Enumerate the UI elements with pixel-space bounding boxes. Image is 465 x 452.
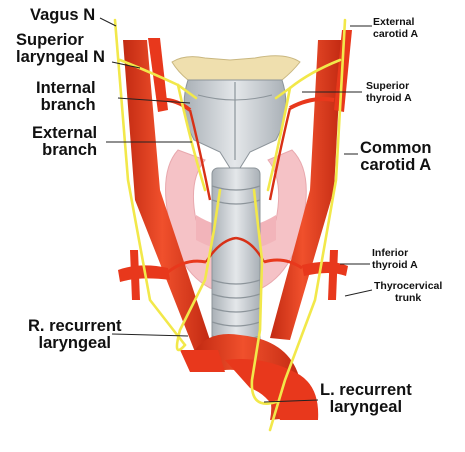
label-l-recurrent-line1: L. recurrent xyxy=(320,381,412,399)
label-superior-thyroid-line1: Superior xyxy=(366,80,410,92)
label-common-carotid-line1: Common xyxy=(360,139,432,157)
label-external-branch-line2: branch xyxy=(42,141,98,160)
label-thyrocervical-line1: Thyrocervical xyxy=(374,280,443,292)
label-external-branch-line1: External xyxy=(32,124,98,142)
label-inferior-thyroid-line2: thyroid A xyxy=(372,259,418,272)
label-thyrocervical-trunk: Thyrocervical trunk xyxy=(374,280,442,304)
label-inferior-thyroid-line1: Inferior xyxy=(372,247,409,259)
right-common-carotid xyxy=(123,40,210,352)
label-right-recurrent-laryngeal: R. recurrent laryngeal xyxy=(28,317,122,353)
hyoid-bone xyxy=(171,55,301,81)
label-superior-laryngeal-line1: Superior xyxy=(16,31,84,49)
label-vagus-nerve: Vagus N xyxy=(30,6,96,24)
label-l-recurrent-line2: laryngeal xyxy=(329,398,403,417)
label-external-branch: External branch xyxy=(32,124,98,160)
label-superior-thyroid-artery: Superior thyroid A xyxy=(366,80,412,104)
label-inferior-thyroid-artery: Inferior thyroid A xyxy=(372,247,418,271)
right-recurrent-laryngeal-nerve xyxy=(175,188,222,352)
label-r-recurrent-line1: R. recurrent xyxy=(28,317,122,335)
label-common-carotid-artery: Common carotid A xyxy=(360,139,432,175)
label-thyrocervical-line2: trunk xyxy=(395,292,422,305)
label-external-carotid-line2: carotid A xyxy=(373,28,419,41)
label-superior-thyroid-line2: thyroid A xyxy=(366,92,412,105)
left-vagus-nerve xyxy=(268,18,347,432)
label-internal-branch: Internal branch xyxy=(36,79,96,115)
label-external-carotid-artery: External carotid A xyxy=(373,16,418,40)
label-superior-laryngeal-nerve: Superior laryngeal N xyxy=(16,31,105,67)
left-common-carotid xyxy=(270,40,342,340)
nerves xyxy=(113,18,347,432)
right-vagus-nerve xyxy=(113,18,187,347)
label-internal-branch-line1: Internal xyxy=(36,79,96,97)
label-r-recurrent-line2: laryngeal xyxy=(38,334,111,353)
label-internal-branch-line2: branch xyxy=(40,96,96,115)
label-external-carotid-line1: External xyxy=(373,16,415,28)
label-common-carotid-line2: carotid A xyxy=(360,156,432,175)
label-vagus-line: Vagus N xyxy=(30,6,96,24)
leader-lines xyxy=(99,17,373,403)
left-recurrent-laryngeal-nerve xyxy=(250,188,278,405)
label-left-recurrent-laryngeal: L. recurrent laryngeal xyxy=(320,381,412,417)
label-superior-laryngeal-line2: laryngeal N xyxy=(16,48,105,67)
